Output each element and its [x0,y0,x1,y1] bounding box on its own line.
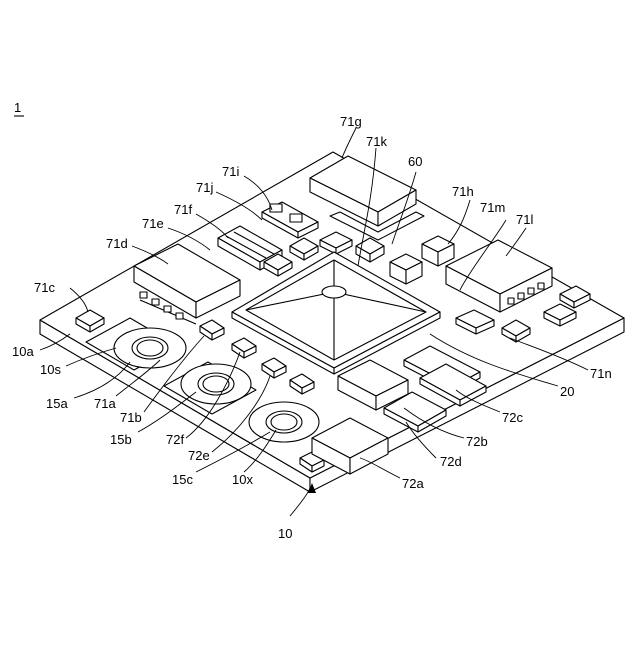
label-71d: 71d [106,236,128,251]
label-60: 60 [408,154,422,169]
label-20: 20 [560,384,574,399]
label-71h: 71h [452,184,474,199]
label-71n: 71n [590,366,612,381]
label-71g: 71g [340,114,362,129]
label-10a: 10a [12,344,34,359]
label-72e: 72e [188,448,210,463]
label-71b: 71b [120,410,142,425]
label-15a: 15a [46,396,68,411]
terminal-pad-15c [249,402,319,442]
label-10s: 10s [40,362,61,377]
label-71e: 71e [142,216,164,231]
label-72c: 72c [502,410,523,425]
label-71f: 71f [174,202,192,217]
label-10x: 10x [232,472,253,487]
label-72f: 72f [166,432,184,447]
label-71k: 71k [366,134,387,149]
label-15b: 15b [110,432,132,447]
label-10: 10 [278,526,292,541]
label-71l: 71l [516,212,533,227]
label-71i: 71i [222,164,239,179]
label-71a: 71a [94,396,116,411]
label-71m: 71m [480,200,505,215]
label-71c: 71c [34,280,55,295]
figure-number: 1 [14,100,21,115]
label-72d: 72d [440,454,462,469]
label-72a: 72a [402,476,424,491]
label-71j: 71j [196,180,213,195]
label-72b: 72b [466,434,488,449]
label-15c: 15c [172,472,193,487]
